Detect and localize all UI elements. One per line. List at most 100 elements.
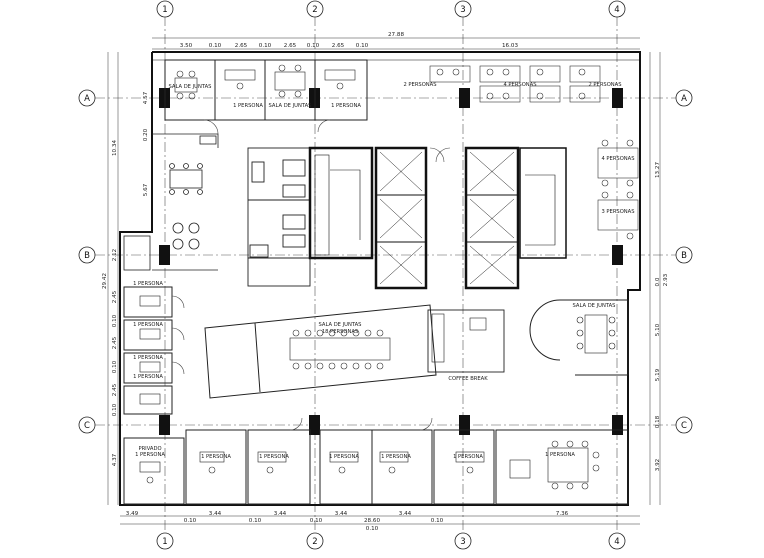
room-label: 18 PERSONAS [322,329,358,335]
dim-left-total: 29.42 [102,273,108,289]
room-label: 2 PERSONAS [588,82,621,88]
dim-right-b: 2.93 [663,273,669,286]
grid-row-a-right: A [681,94,687,104]
dim-left-seg: 0.10 [112,314,118,327]
dim-bottom-seg: 0.10 [249,518,262,524]
room-label: 2 PERSONAS [403,82,436,88]
coffee-break [427,309,505,373]
dim-bottom-seg: 0.10 [431,518,444,524]
grid-col-3-top: 3 [460,5,465,15]
grid-col-2-bottom: 2 [312,537,317,547]
dim-bottom-total: 28.60 [364,518,380,524]
grid-row-c-left: C [84,421,90,431]
dim-bottom-seg: 0.10 [184,518,197,524]
dim-top-seg: 0.10 [356,43,369,49]
grid-row-c-right: C [681,421,687,431]
bottom-chairs [146,440,600,490]
room-label: SALA DE JUNTAS [269,103,312,109]
dim-bottom-seg: 3.49 [126,511,139,517]
grid-col-4-top: 4 [614,5,619,15]
room-label: 1 PERSONA [545,452,575,458]
left-offices [123,286,173,415]
room-label: 1 PERSONA [201,454,231,460]
dim-right-seg: 0.18 [655,415,661,428]
grid-col-1-bottom: 1 [162,537,167,547]
dim-right-seg: 5.10 [655,323,661,336]
grid-col-4-bottom: 4 [614,537,619,547]
dim-left-seg: 0.10 [112,360,118,373]
workstations-right [597,139,639,240]
dim-bottom-seg: 3.44 [274,511,287,517]
dim-top-seg: 0.10 [209,43,222,49]
grid-row-b-left: B [84,251,90,261]
dim-bottom-seg: 0.10 [310,518,323,524]
dim-top-seg: 2.65 [284,43,297,49]
dim-top-seg: 2.65 [332,43,345,49]
room-label: SALA DE JUNTAS [573,303,616,309]
dim-right-a: 13.27 [655,162,661,178]
dim-bottom-seg: 3.44 [209,511,222,517]
core-elevators [374,146,520,290]
grid-bubbles [78,0,693,550]
left-lounge [123,133,219,271]
dim-left-seg: 2.45 [112,336,118,349]
dim-top-seg: 0.10 [259,43,272,49]
grid-col-3-bottom: 3 [460,537,465,547]
dim-bottom-seg: 0.10 [366,526,379,532]
bottom-offices [123,429,629,505]
dim-left-seg: 2.12 [112,249,118,261]
dim-left-seg: 0.20 [143,128,149,141]
dim-left-seg: 2.45 [112,290,118,303]
central-conference [204,304,437,399]
room-label: SALA DE JUNTAS [169,84,212,90]
dim-right-seg: 0.0 [655,277,661,286]
grid-row-b-right: B [681,251,687,261]
room-label: 1 PERSONA [133,355,163,361]
room-label: COFFEE BREAK [448,376,488,382]
dim-top-total: 27.88 [388,32,404,38]
room-label: SALA DE JUNTAS [319,322,362,328]
room-label: 1 PERSONA [133,281,163,287]
dim-left-seg: 0.10 [112,403,118,416]
room-label: 1 PERSONA [453,454,483,460]
core-restrooms [247,147,311,287]
dimension-lines [107,37,661,525]
right-meeting-room [529,299,629,376]
chairs-top-left [176,64,344,100]
dim-left-seg: 2.45 [112,383,118,396]
room-label: 1 PERSONA [133,374,163,380]
room-label: 1 PERSONA [259,454,289,460]
room-label: 1 PERSONA [133,322,163,328]
room-label: 4 PERSONAS [601,156,634,162]
door-swings [171,119,451,431]
room-label: 1 PERSONA [329,454,359,460]
dim-top-seg: 0.10 [307,43,320,49]
dim-left-a: 10.34 [112,140,118,156]
top-left-offices [164,59,368,121]
room-label: 4 PERSONAS [503,82,536,88]
dim-bottom-seg: 3.44 [399,511,412,517]
grid-row-a-left: A [84,94,90,104]
dim-right-seg: 3.92 [655,459,661,471]
central-conference-chairs [292,329,384,370]
dim-bottom-seg: 7.36 [556,511,569,517]
room-label: 1 PERSONA [331,103,361,109]
dim-top-seg: 16.03 [502,43,518,49]
workstations-top-right [429,65,601,103]
grid-col-1-top: 1 [162,5,167,15]
columns [159,88,623,435]
dim-right-seg: 5.19 [655,368,661,381]
dim-left-seg: 4.57 [143,91,149,104]
room-label: 1 PERSONA [233,103,263,109]
room-label: 1 PERSONA [135,452,165,458]
dim-left-seg: 5.67 [143,183,149,196]
dim-top-seg: 2.65 [235,43,248,49]
room-label: PRIVADO [138,446,161,452]
dim-top-seg: 3.50 [180,43,193,49]
dim-bottom-seg: 3.44 [335,511,348,517]
dim-left-seg: 4.37 [112,453,118,466]
core-stairs [308,146,567,260]
room-label: 3 PERSONAS [601,209,634,215]
grid-col-2-top: 2 [312,5,317,15]
